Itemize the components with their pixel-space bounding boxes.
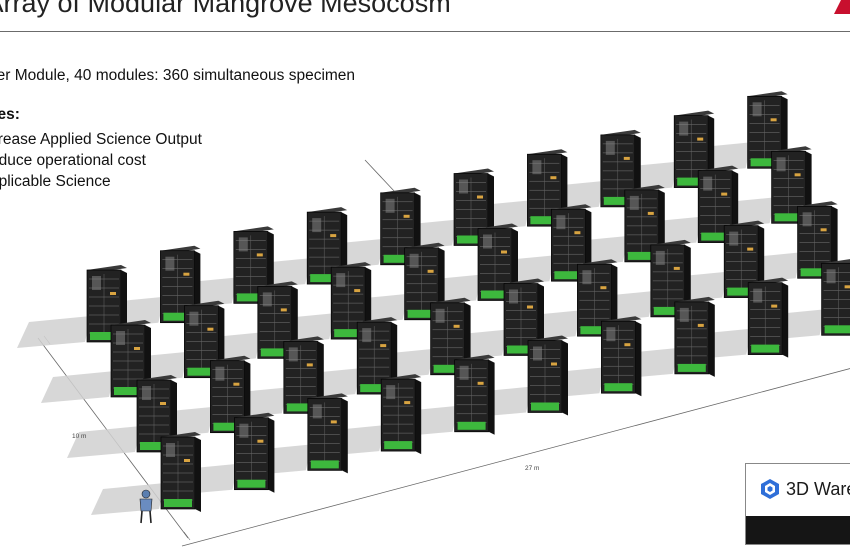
mesocosm-module — [307, 393, 348, 474]
mesocosm-module — [234, 412, 275, 493]
mesocosm-module — [257, 281, 298, 362]
mesocosm-module — [771, 146, 812, 227]
mesocosm-module — [723, 220, 765, 301]
slide-title: D Array of Modular Mangrove Mesocosm — [0, 0, 451, 18]
width-dimension-label: 10 m — [72, 433, 86, 440]
advantage-item: crease Applied Science Output — [0, 131, 202, 148]
advantages-heading: ges: — [0, 106, 20, 123]
mesocosm-module — [380, 374, 422, 455]
person-figure-icon — [139, 489, 153, 524]
warehouse-cube-icon — [761, 479, 779, 499]
3d-warehouse-badge[interactable]: 3D Ware — [745, 463, 850, 545]
mesocosm-module — [356, 317, 398, 398]
mesocosm-module — [454, 354, 495, 435]
mesocosm-module — [747, 277, 789, 358]
mesocosm-module — [601, 316, 642, 397]
mesocosm-module — [184, 300, 225, 381]
module-summary: per Module, 40 modules: 360 simultaneous… — [0, 67, 356, 84]
advantage-item: eplicable Science — [0, 173, 111, 190]
length-dimension-label: 27 m — [525, 465, 539, 472]
logo-mark-icon — [834, 0, 850, 14]
mesocosm-modules — [86, 91, 850, 512]
mesocosm-module — [404, 242, 445, 323]
mesocosm-module — [674, 296, 715, 377]
advantage-item: educe operational cost — [0, 152, 146, 169]
title-divider — [0, 31, 850, 32]
mesocosm-module — [821, 259, 850, 336]
mesocosm-module — [527, 335, 568, 416]
mesocosm-module — [160, 432, 201, 512]
badge-footer-bar — [746, 516, 850, 544]
badge-label: 3D Ware — [786, 479, 850, 499]
